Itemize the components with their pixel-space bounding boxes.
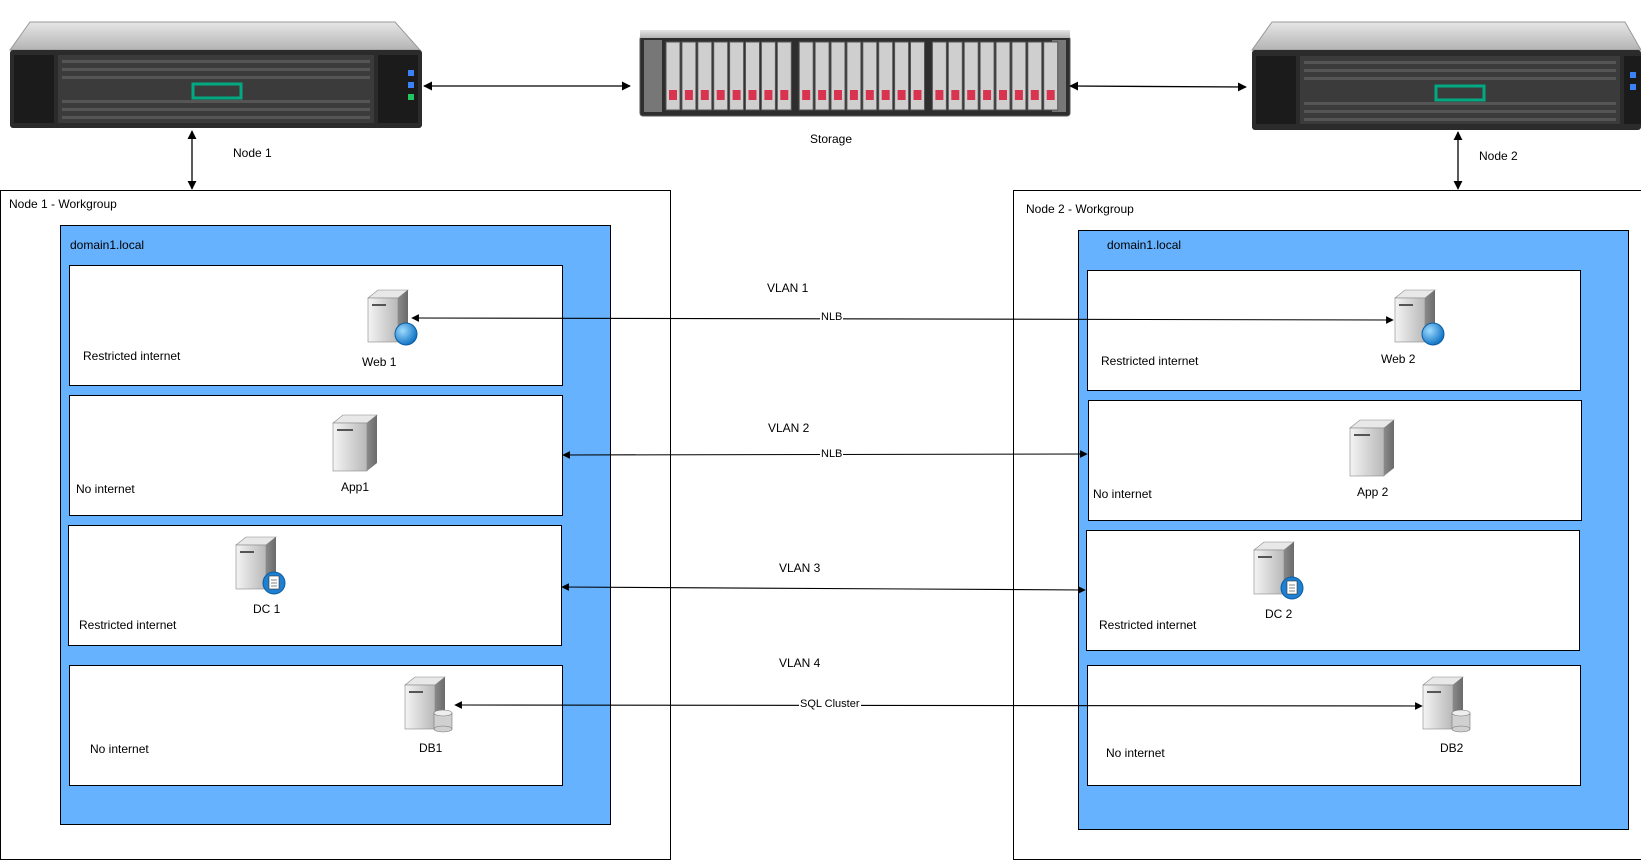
drive-led	[834, 90, 842, 100]
server-label: DB2	[1440, 741, 1464, 755]
server-label: App 2	[1357, 485, 1389, 499]
drive-led	[897, 90, 906, 100]
drive-led	[684, 90, 693, 100]
drive-led	[700, 90, 709, 100]
node2-vlan3-box: Restricted internet DC 2	[1086, 530, 1580, 651]
drive-led	[967, 90, 976, 100]
drive-led	[999, 90, 1007, 100]
node2-vlan2-box: No internet App 2	[1088, 400, 1582, 521]
storage-bays	[665, 41, 1059, 111]
drive-led	[764, 90, 773, 100]
database-server-icon	[1422, 676, 1471, 733]
drive-led	[780, 90, 789, 100]
drive-led	[983, 90, 992, 100]
rack-server-2-icon	[1251, 21, 1641, 130]
domain-title: domain1.local	[70, 238, 145, 252]
internet-status: Restricted internet	[1101, 354, 1199, 368]
node1-vlan3-box: Restricted internet DC 1	[68, 525, 562, 646]
server-label: DB1	[419, 741, 443, 755]
node2-label: Node 2	[1479, 149, 1518, 163]
internet-status: Restricted internet	[1099, 618, 1197, 632]
domain-controller-icon	[1253, 541, 1304, 600]
internet-status: Restricted internet	[79, 618, 177, 632]
vlan3-label: VLAN 3	[779, 561, 821, 575]
drive-led	[1046, 90, 1055, 100]
database-server-icon	[404, 676, 453, 733]
internet-status: No internet	[1093, 487, 1152, 501]
server-label: Web 2	[1381, 352, 1416, 366]
vlan4-label: VLAN 4	[779, 656, 821, 670]
workgroup-title: Node 1 - Workgroup	[9, 197, 117, 211]
storage-label: Storage	[810, 132, 853, 146]
drive-led	[951, 90, 960, 100]
web-server-icon	[1394, 289, 1445, 346]
node1-vlan2-box: No internet App1	[69, 395, 563, 516]
node1-vlan1-box: Restricted internet Web 1	[69, 265, 563, 386]
node2-vlan4-box: No internet DB2	[1087, 665, 1581, 786]
domain-title: domain1.local	[1107, 238, 1182, 252]
vlan2-link-label: NLB	[820, 448, 844, 460]
drive-led	[865, 90, 874, 100]
storage-server2-link	[1069, 81, 1247, 92]
drive-led	[1014, 90, 1023, 100]
server-label: Web 1	[362, 355, 397, 369]
domain-controller-icon	[235, 536, 286, 595]
drive-led	[818, 90, 827, 100]
server-label: DC 2	[1265, 607, 1293, 621]
app-server-icon	[1349, 419, 1395, 477]
web-server-icon	[367, 289, 418, 346]
vlan4-link	[454, 701, 1423, 710]
server-label: App1	[341, 480, 370, 494]
vlan1-label: VLAN 1	[767, 281, 809, 295]
internet-status: No internet	[90, 742, 149, 756]
internet-status: Restricted internet	[83, 349, 181, 363]
drive-led	[935, 90, 944, 100]
drive-led	[881, 90, 890, 100]
drive-led	[1030, 90, 1039, 100]
drive-led	[913, 90, 922, 100]
node2-vlan1-box: Restricted internet Web 2	[1087, 270, 1581, 391]
server-label: DC 1	[253, 602, 281, 616]
vlan1-link	[411, 314, 1394, 324]
drive-led	[669, 90, 677, 100]
workgroup-title: Node 2 - Workgroup	[1026, 202, 1134, 216]
rack-server-1-icon	[9, 21, 422, 128]
internet-status: No internet	[1106, 746, 1165, 760]
internet-status: No internet	[76, 482, 135, 496]
drive-led	[732, 90, 741, 100]
drive-led	[802, 90, 811, 100]
vlan1-link-label: NLB	[820, 311, 844, 323]
vlan3-link	[561, 583, 1086, 594]
vlan4-link-label: SQL Cluster	[799, 698, 861, 710]
drive-led	[716, 90, 725, 100]
node1-label: Node 1	[233, 146, 272, 160]
vlan2-label: VLAN 2	[768, 421, 810, 435]
drive-led	[748, 90, 757, 100]
drive-led	[849, 90, 858, 100]
node1-vlan4-box: No internet DB1	[69, 665, 563, 786]
app-server-icon	[332, 414, 378, 472]
